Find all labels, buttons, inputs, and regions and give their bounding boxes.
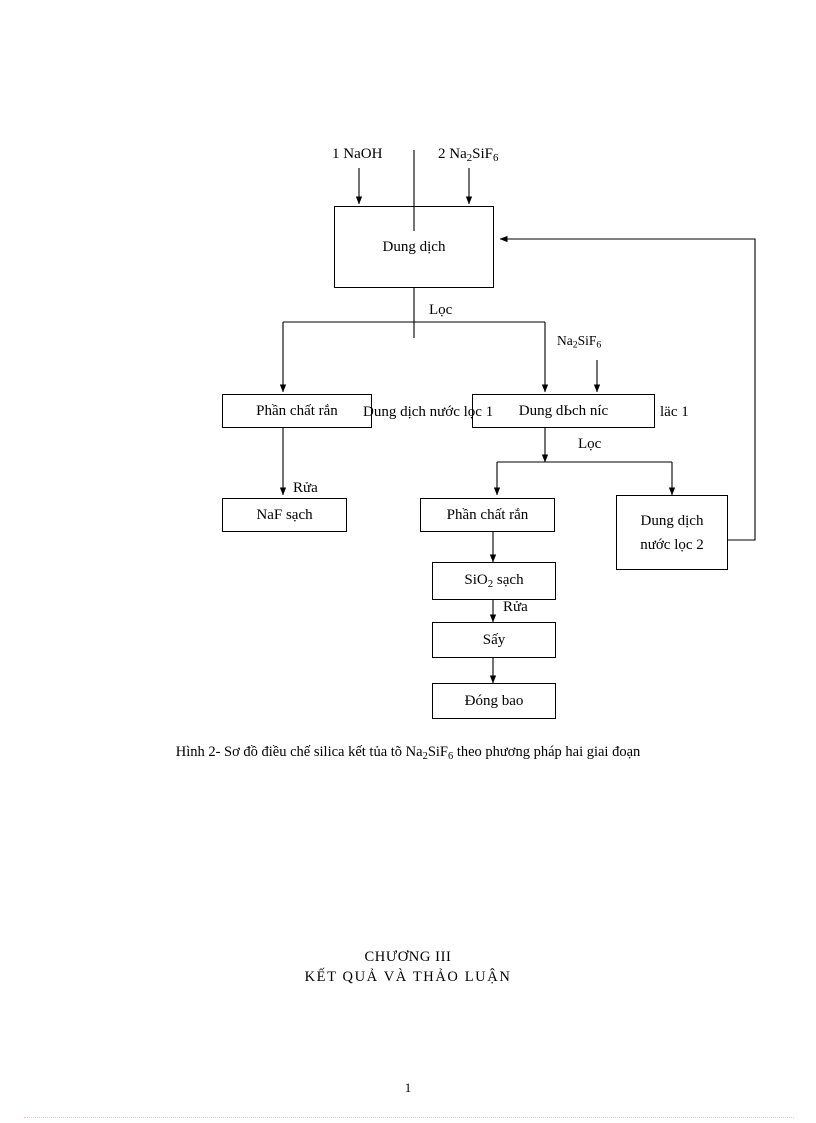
node-say: Sấy [432, 622, 556, 658]
node-dung-dich: Dung dịch [334, 206, 494, 288]
figure-caption: Hình 2- Sơ đồ điều chế silica kết tủa tõ… [0, 744, 816, 763]
node-dong-bao-label: Đóng bao [464, 692, 524, 709]
chapter-heading-line1: CHƯƠNG III [364, 949, 452, 965]
process-flow-diagram: 1 NaOH 2 Na2SiF6 Na2SiF6 Lọc Lọc Rửa Rửa… [222, 147, 756, 719]
reagent-na2sif6-mid-mid: SiF [577, 333, 597, 348]
figure-caption-sub1: 2 [422, 750, 428, 762]
node-sio2-sach-label: SiO2 sạch [464, 570, 523, 592]
reagent-na2sif6-top-sub2: 6 [493, 152, 499, 165]
node-dung-dich-nuoc-lac-1-label: Dung dЬch níc [518, 402, 609, 419]
edge-label-loc-2: Lọc [578, 437, 601, 452]
node-dung-dich-nuoc-loc-1-text: Dung dịch nước lọc 1 [363, 404, 494, 420]
edge-label-rua-2-text: Rửa [503, 599, 528, 615]
figure-caption-mid: SiF [427, 744, 448, 760]
bottom-divider [24, 1117, 794, 1118]
node-dung-dich-nuoc-lac-1: Dung dЬch níc [472, 394, 655, 428]
node-say-label: Sấy [482, 631, 506, 648]
node-dung-dich-nuoc-loc-2-line1: Dung dịch [640, 512, 704, 529]
node-sio2-sach-suffix: sạch [493, 572, 524, 589]
reagent-na2sif6-mid-prefix: Na [557, 333, 573, 348]
node-sio2-sach: SiO2 sạch [432, 562, 556, 600]
figure-caption-suffix: theo phương pháp hai giai đoạn [453, 744, 641, 760]
node-dong-bao: Đóng bao [432, 683, 556, 719]
figure-caption-prefix: Hình 2- Sơ đồ điều chế silica kết tủa tõ… [175, 744, 423, 760]
reagent-naoh-text: 1 NaOH [332, 146, 383, 162]
diagram-connectors [279, 150, 756, 684]
node-dung-dich-nuoc-lac-1-tail: läc 1 [660, 405, 689, 420]
edge-label-rua-2: Rửa [503, 600, 528, 615]
reagent-label-naoh: 1 NaOH [332, 147, 382, 162]
node-naf-sach: NaF sạch [222, 498, 347, 532]
edge-label-loc-1-text: Lọc [429, 302, 453, 318]
reagent-na2sif6-top-mid: SiF [472, 146, 494, 162]
node-phan-chat-ran-2: Phần chất rắn [420, 498, 555, 532]
node-dung-dich-nuoc-loc-2: Dung dịch nước lọc 2 [616, 495, 728, 570]
edge-label-rua-1: Rửa [293, 481, 318, 496]
node-dung-dich-nuoc-lac-1-tail-text: läc 1 [660, 404, 689, 420]
node-phan-chat-ran-1-label: Phần chất rắn [256, 402, 338, 419]
page-number-text: 1 [404, 1080, 412, 1095]
node-dung-dich-label: Dung dịch [382, 238, 446, 255]
figure-caption-sub2: 6 [447, 750, 454, 762]
chapter-heading: CHƯƠNG III KẾT QUẢ VÀ THẢO LUẬN [0, 948, 816, 987]
node-phan-chat-ran-1: Phần chất rắn [222, 394, 372, 428]
page-number: 1 [0, 1080, 816, 1096]
reagent-na2sif6-mid-sub1: 2 [572, 339, 578, 351]
node-dung-dich-nuoc-loc-2-line2: nước lọc 2 [640, 536, 704, 553]
edge-label-loc-1: Lọc [429, 303, 452, 318]
node-naf-sach-label: NaF sạch [256, 506, 313, 523]
reagent-na2sif6-top-prefix: 2 Na [438, 146, 467, 162]
node-phan-chat-ran-2-label: Phần chất rắn [446, 506, 529, 523]
reagent-na2sif6-top-sub1: 2 [466, 152, 473, 165]
node-sio2-sach-formula: SiO [464, 572, 488, 589]
node-dung-dich-nuoc-loc-1-label: Dung dịch nước lọc 1 [363, 405, 493, 420]
edge-label-loc-2-text: Lọc [578, 436, 602, 452]
reagent-na2sif6-mid-sub2: 6 [596, 339, 602, 351]
reagent-label-na2sif6-top: 2 Na2SiF6 [438, 147, 498, 164]
edge-label-rua-1-text: Rửa [293, 480, 318, 496]
node-sio2-sach-sub: 2 [487, 578, 494, 591]
chapter-heading-line2: KẾT QUẢ VÀ THẢO LUẬN [304, 968, 512, 985]
reagent-label-na2sif6-mid: Na2SiF6 [557, 334, 601, 350]
